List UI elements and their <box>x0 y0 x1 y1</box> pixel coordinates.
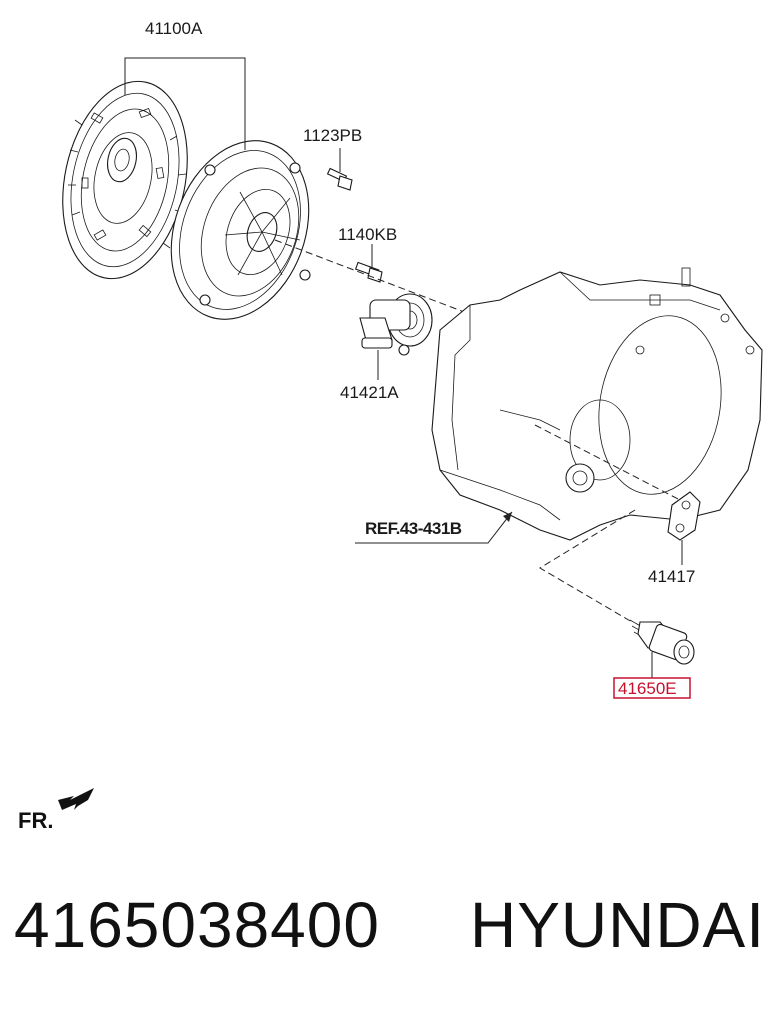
brand-name: HYUNDAI <box>469 889 765 961</box>
release-cylinder <box>359 293 433 356</box>
label-1140KB: 1140KB <box>338 225 397 244</box>
label-reference: REF.43-431B <box>365 519 462 538</box>
label-41417: 41417 <box>648 567 695 586</box>
bolt-1140kb <box>354 244 383 283</box>
label-41650E[interactable]: 41650E <box>618 679 677 698</box>
footer: 4165038400 HYUNDAI <box>0 888 783 988</box>
alignment-line-upper <box>274 239 481 319</box>
part-number: 4165038400 <box>14 889 380 961</box>
label-41421A: 41421A <box>340 383 399 402</box>
reference-arrowhead <box>503 512 512 522</box>
clutch-cover <box>170 140 311 320</box>
sensor-41650e <box>629 619 695 665</box>
alignment-line-sensor <box>539 509 636 623</box>
leader-41100A <box>124 57 246 150</box>
label-41100A: 41100A <box>145 19 203 38</box>
alignment-line-gasket <box>534 424 681 501</box>
leader-reference <box>355 511 513 544</box>
bolt-1123pb <box>326 148 353 191</box>
transmission-housing <box>431 267 763 541</box>
front-arrow-icon <box>58 788 94 810</box>
clutch-disc <box>62 80 188 280</box>
highlight-box <box>613 677 691 699</box>
label-1123PB: 1123PB <box>303 126 362 145</box>
front-indicator-label: FR. <box>18 808 53 833</box>
gasket-41417 <box>667 491 701 541</box>
